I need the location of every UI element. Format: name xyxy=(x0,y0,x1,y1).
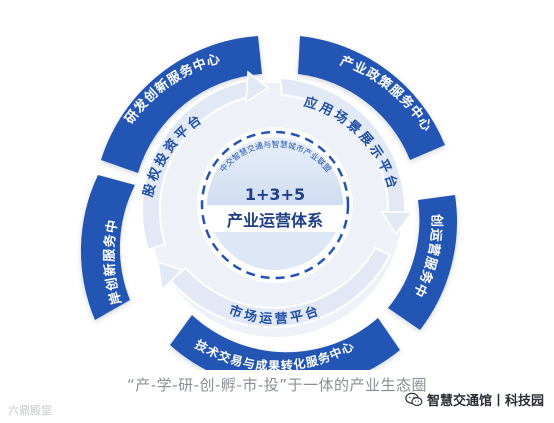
ecosystem-diagram: 研发创新服务中心 产业政策服务中心 离岸创新服务中心 双创运营服务中心 技术交易… xyxy=(80,36,458,370)
core-title: 产业运营体系 xyxy=(227,211,323,230)
watermark-left: 六鼎殿堂 xyxy=(8,404,52,417)
wechat-icon xyxy=(405,392,423,407)
core-top-half xyxy=(207,137,343,205)
outer-ring xyxy=(80,36,458,370)
core-formula: 1+3+5 xyxy=(245,185,305,204)
outer-segment-left xyxy=(80,175,135,320)
core-bottom-light xyxy=(214,232,336,270)
core xyxy=(197,127,353,283)
outer-segment-right xyxy=(388,195,458,330)
outer-segment-top-left xyxy=(101,36,262,173)
watermark-right-text: 智慧交通馆丨科技园 xyxy=(426,394,544,409)
outer-segment-top-right xyxy=(298,36,445,160)
arrow-head-2 xyxy=(380,211,414,236)
watermark-right: 智慧交通馆丨科技园 xyxy=(405,390,544,409)
arrow-head-1 xyxy=(245,70,270,104)
core-dashed-ring xyxy=(200,130,350,280)
diagram-caption: “产-学-研-创-孵-市-投”于一体的产业生态圈 xyxy=(126,376,428,394)
outer-segment-bottom xyxy=(170,315,400,370)
arrow-head-3 xyxy=(157,260,184,292)
